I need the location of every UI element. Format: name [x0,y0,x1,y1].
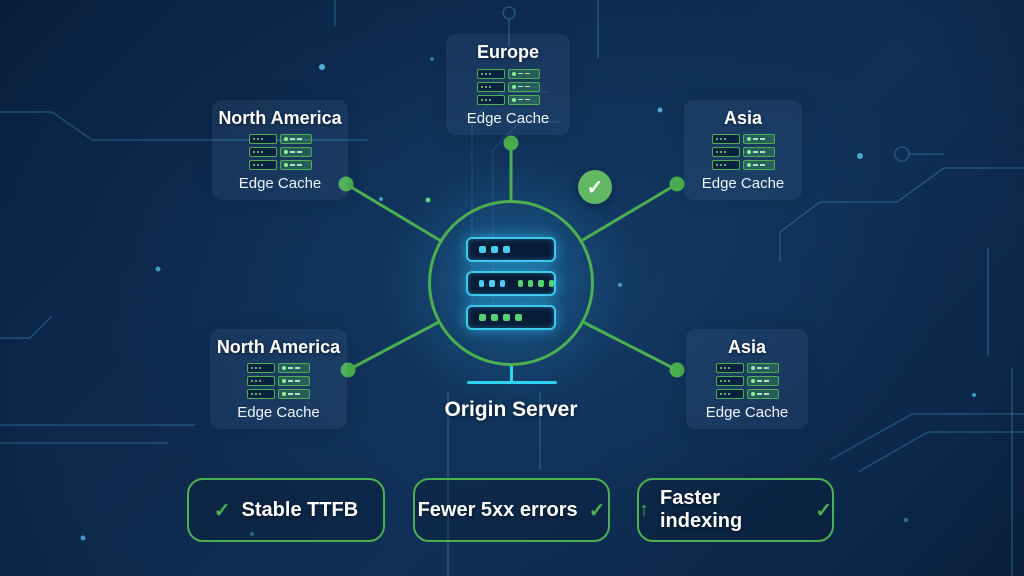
edge-cache-server-icon [248,134,312,170]
check-icon: ✓ [588,499,606,522]
server-stand-base [467,381,557,384]
badge-label: Fewer 5xx errors [417,498,578,521]
origin-server-icon [466,236,556,330]
region-title: North America [216,337,341,357]
arrow-up-icon: ↑ [639,498,649,521]
edge-cache-label: Edge Cache [701,175,785,192]
check-glyph: ✓ [586,176,604,199]
check-circle-icon: ✓ [578,170,612,204]
badge-label: Stable TTFB [241,498,359,521]
badge-label: Faster indexing [660,487,743,532]
region-title: Asia [727,337,767,357]
region-title: Europe [476,42,539,62]
node-card-north-america-top: North America Edge Cache [212,100,348,200]
edge-cache-server-icon [476,68,540,105]
node-card-europe: Europe Edge Cache [446,34,570,135]
badge-faster-indexing: ↑ Faster indexing ✓ [637,478,834,542]
edge-cache-server-icon [247,363,310,399]
node-card-asia-bottom: Asia Edge Cache [686,329,808,429]
edge-cache-label: Edge Cache [237,404,320,421]
origin-server-label: Origin Server [444,398,578,421]
edge-cache-label: Edge Cache [466,110,550,127]
region-title: Asia [723,108,763,128]
edge-cache-label: Edge Cache [238,175,322,192]
check-icon: ✓ [815,499,832,522]
edge-cache-label: Edge Cache [705,404,789,421]
server-stand [510,366,513,382]
edge-cache-server-icon [711,134,775,170]
origin-server-circle [428,200,594,366]
edge-cache-server-icon [715,363,779,399]
node-card-asia-top: Asia Edge Cache [684,100,802,200]
check-icon: ✓ [213,499,231,522]
region-title: North America [218,108,342,128]
node-card-north-america-bottom: North America Edge Cache [210,329,347,429]
badge-stable-ttfb: ✓ Stable TTFB [187,478,385,542]
badge-fewer-5xx-errors: Fewer 5xx errors ✓ [413,478,610,542]
